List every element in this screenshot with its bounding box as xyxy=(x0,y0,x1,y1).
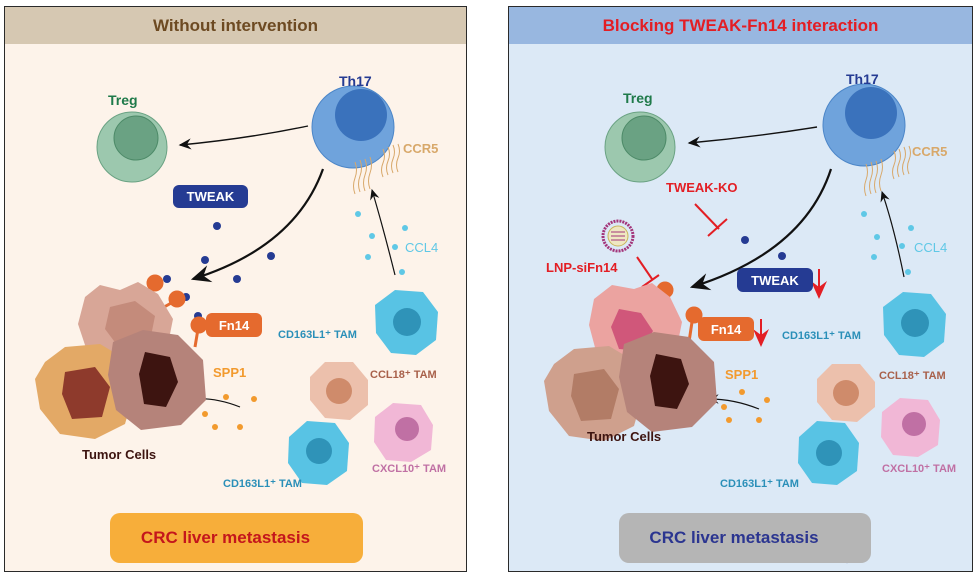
spp1-molecules xyxy=(721,389,770,423)
th17-cell xyxy=(311,85,395,169)
label-treg: Treg xyxy=(108,92,138,108)
ccl18-tam xyxy=(817,364,875,422)
label-cd163-upper: CD163L1⁺ TAM xyxy=(782,330,861,342)
cd163-tam-lower xyxy=(798,421,859,485)
ccr5-receptor xyxy=(864,145,911,197)
label-ccl18: CCL18⁺ TAM xyxy=(879,370,946,382)
tumor-cells xyxy=(35,282,206,439)
label-ccr5: CCR5 xyxy=(403,141,439,156)
diagram-scene xyxy=(35,85,438,559)
label-cd163-lower: CD163L1⁺ TAM xyxy=(223,478,302,490)
panel-title: Without intervention xyxy=(5,7,466,44)
label-cd163-lower: CD163L1⁺ TAM xyxy=(720,478,799,490)
outcome-text: CRC liver metastasis xyxy=(140,528,311,547)
label-ccl4: CCL4 xyxy=(405,240,439,255)
lnp-nanoparticle-icon xyxy=(601,219,635,253)
label-cxcl10: CXCL10⁺ TAM xyxy=(882,463,957,475)
arrow-ccl4-to-ccr5 xyxy=(370,188,396,276)
tweak-molecules xyxy=(741,236,786,260)
panel-blocking-tweak-fn14: Blocking TWEAK-Fn14 interaction xyxy=(508,6,973,572)
cd163-tam-upper xyxy=(883,292,946,357)
diagram-scene xyxy=(544,83,946,564)
ccl4-molecules xyxy=(861,211,914,275)
cd163-tam-upper xyxy=(375,290,438,355)
label-tweak-ko: TWEAK-KO xyxy=(666,180,738,195)
lnp-inhibitor-icon xyxy=(636,256,660,288)
label-cd163-upper: CD163L1⁺ TAM xyxy=(278,329,357,341)
label-th17: Th17 xyxy=(846,71,879,87)
cxcl10-tam xyxy=(881,398,940,457)
label-cxcl10: CXCL10⁺ TAM xyxy=(372,463,447,475)
outcome-box: CRC liver metastasis xyxy=(110,513,363,563)
ccl18-tam xyxy=(310,362,368,420)
tweak-tag: TWEAK xyxy=(737,268,813,292)
ccl4-molecules xyxy=(355,211,408,275)
tweak-ko-inhibitor-icon xyxy=(694,203,728,237)
label-spp1: SPP1 xyxy=(725,367,759,382)
tumor-cells xyxy=(544,283,717,441)
arrow-tweak-to-fn14 xyxy=(689,168,833,291)
tweak-tag: TWEAK xyxy=(173,185,248,208)
treg-cell xyxy=(604,111,676,183)
label-spp1: SPP1 xyxy=(213,365,247,380)
arrow-ccl4-to-ccr5 xyxy=(880,190,905,278)
outcome-box: CRC liver metastasis xyxy=(619,513,871,563)
label-th17: Th17 xyxy=(339,73,372,89)
label-tumor-cells: Tumor Cells xyxy=(82,447,157,462)
arrow-tweak-to-fn14 xyxy=(190,168,325,283)
label-tumor-cells: Tumor Cells xyxy=(587,429,662,444)
spp1-molecules xyxy=(202,394,257,430)
label-treg: Treg xyxy=(623,90,653,106)
label-ccl18: CCL18⁺ TAM xyxy=(370,369,437,381)
label-ccr5: CCR5 xyxy=(912,144,948,159)
outcome-text: CRC liver metastasis xyxy=(649,528,819,547)
cd163-tam-lower xyxy=(288,421,349,485)
panel-title: Blocking TWEAK-Fn14 interaction xyxy=(509,7,972,44)
arrow-th17-to-treg xyxy=(178,125,309,150)
arrow-th17-to-treg xyxy=(687,126,818,148)
panel-without-intervention: Without intervention xyxy=(4,6,467,572)
cxcl10-tam xyxy=(374,403,433,462)
label-ccl4: CCL4 xyxy=(914,240,948,255)
th17-cell xyxy=(822,83,906,167)
fn14-tag: Fn14 xyxy=(698,317,754,341)
ccr5-receptor xyxy=(353,143,400,195)
fn14-tag: Fn14 xyxy=(206,313,262,337)
label-lnp-sifn14: LNP-siFn14 xyxy=(546,260,618,275)
treg-cell xyxy=(96,111,168,183)
